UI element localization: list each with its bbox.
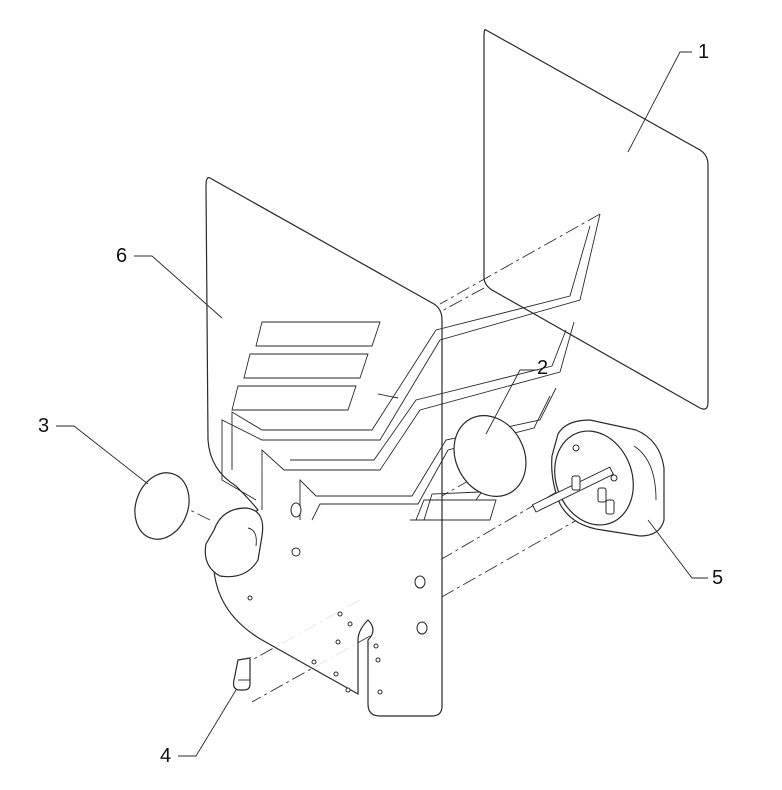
part-2-round-lens — [453, 415, 527, 497]
callout-2: 2 — [537, 357, 548, 379]
leader-2 — [485, 369, 538, 435]
shield-mounting-holes — [247, 502, 428, 695]
leader-5 — [647, 519, 708, 579]
callout-labels: 1 2 3 4 5 6 — [38, 41, 723, 767]
part-5-gauge-body — [531, 419, 665, 537]
leader-1 — [627, 51, 692, 153]
callout-5: 5 — [712, 567, 723, 589]
callout-4: 4 — [160, 745, 171, 767]
part-4-bracket-clip — [232, 657, 251, 691]
part-1-film-sheet — [483, 29, 709, 410]
leader-3 — [56, 425, 149, 485]
gauge-terminals — [571, 444, 618, 515]
leader-6 — [134, 255, 223, 319]
leader-4 — [178, 689, 237, 757]
grommet — [204, 507, 264, 578]
leader-lines — [56, 51, 708, 757]
callout-6: 6 — [116, 245, 127, 267]
part-6-transparent-shield — [205, 177, 601, 717]
callout-1: 1 — [698, 41, 709, 63]
part-3-lens — [134, 472, 190, 540]
callout-3: 3 — [38, 415, 49, 437]
